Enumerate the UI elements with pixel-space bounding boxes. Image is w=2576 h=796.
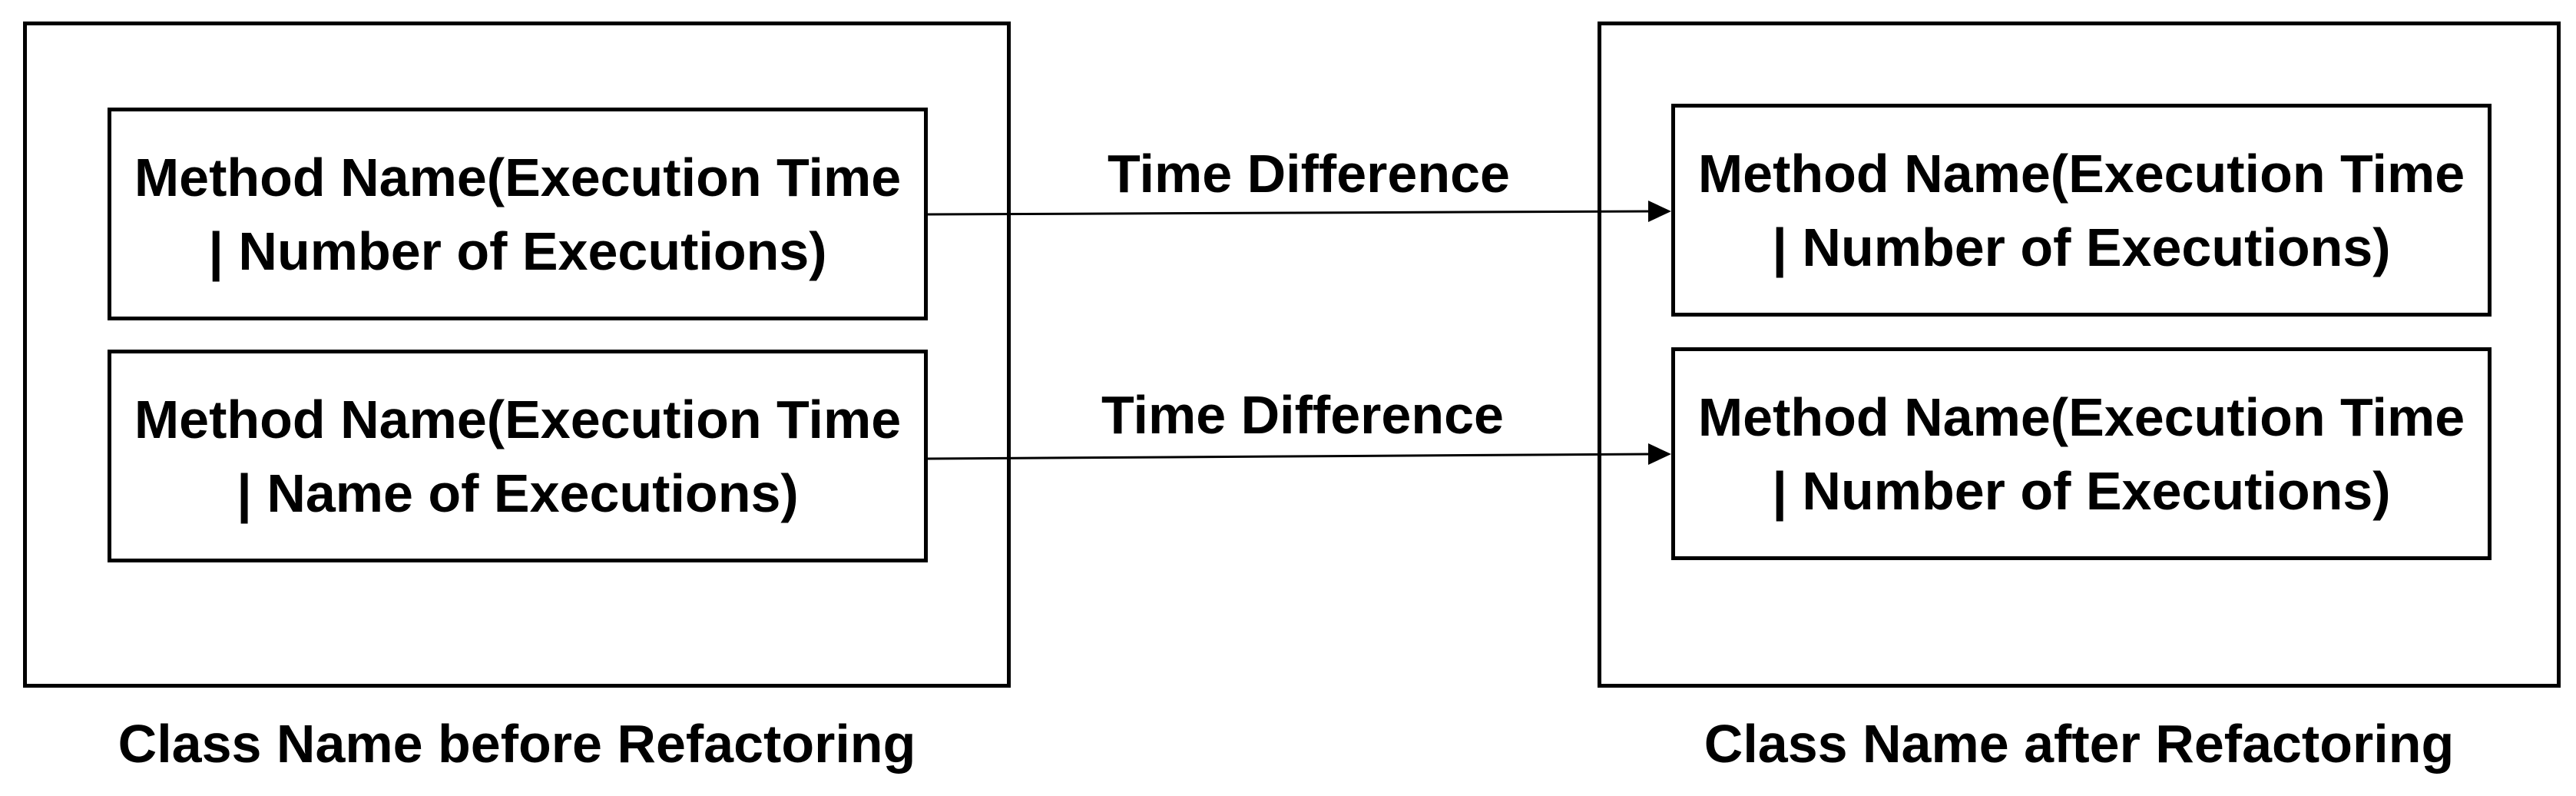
method-box-before-2: Method Name(Execution Time | Name of Exe… (108, 350, 928, 562)
method-text-line2: | Number of Executions) (1772, 460, 2391, 521)
method-text-line1: Method Name(Execution Time (1697, 386, 2465, 447)
class-name-after-label: Class Name after Refactoring (1704, 714, 2455, 774)
method-text-line1: Method Name(Execution Time (134, 389, 902, 449)
class-name-before-label: Class Name before Refactoring (118, 714, 916, 774)
method-text-line2: | Name of Executions) (237, 463, 799, 523)
method-box-before-1: Method Name(Execution Time | Number of E… (108, 108, 928, 320)
time-difference-label-1: Time Difference (1108, 144, 1510, 204)
method-text-line2: | Number of Executions) (208, 221, 827, 281)
method-box-after-2: Method Name(Execution Time | Number of E… (1671, 347, 2492, 560)
method-box-after-1: Method Name(Execution Time | Number of E… (1671, 104, 2492, 317)
time-difference-label-2: Time Difference (1101, 385, 1504, 445)
method-text-line1: Method Name(Execution Time (1697, 143, 2465, 204)
method-text-line1: Method Name(Execution Time (134, 147, 902, 207)
method-text-line2: | Number of Executions) (1772, 217, 2391, 277)
connector-line-1 (927, 210, 1652, 216)
connector-line-2 (927, 453, 1652, 460)
